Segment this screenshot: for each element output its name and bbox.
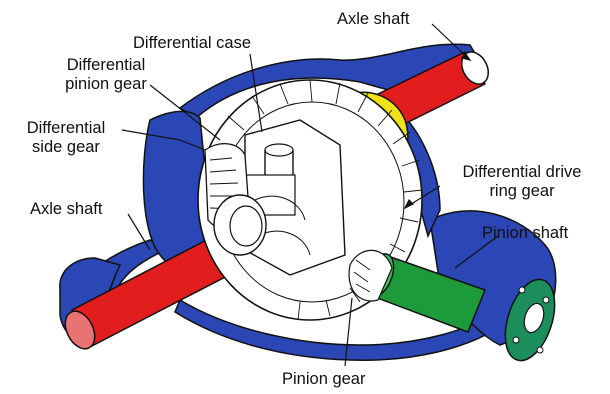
label-pinion-gear: Pinion gear	[282, 370, 365, 389]
label-differential-side-gear-line1: Differential	[10, 119, 122, 138]
label-differential-pinion-gear-line2: pinion gear	[50, 75, 162, 94]
label-differential-drive-ring-gear-line2: ring gear	[437, 182, 607, 201]
differential-case	[240, 120, 345, 275]
label-differential-pinion-gear-line1: Differential	[50, 56, 162, 75]
label-differential-side-gear-line2: side gear	[10, 138, 122, 157]
label-axle-shaft-top: Axle shaft	[337, 10, 409, 29]
label-differential-drive-ring-gear: Differential drive ring gear	[437, 163, 607, 201]
label-differential-pinion-gear: Differential pinion gear	[50, 56, 162, 94]
label-differential-side-gear: Differential side gear	[10, 119, 122, 157]
label-pinion-shaft: Pinion shaft	[482, 224, 568, 243]
label-axle-shaft-left: Axle shaft	[30, 200, 102, 219]
label-differential-drive-ring-gear-line1: Differential drive	[437, 163, 607, 182]
label-differential-case: Differential case	[133, 34, 251, 53]
